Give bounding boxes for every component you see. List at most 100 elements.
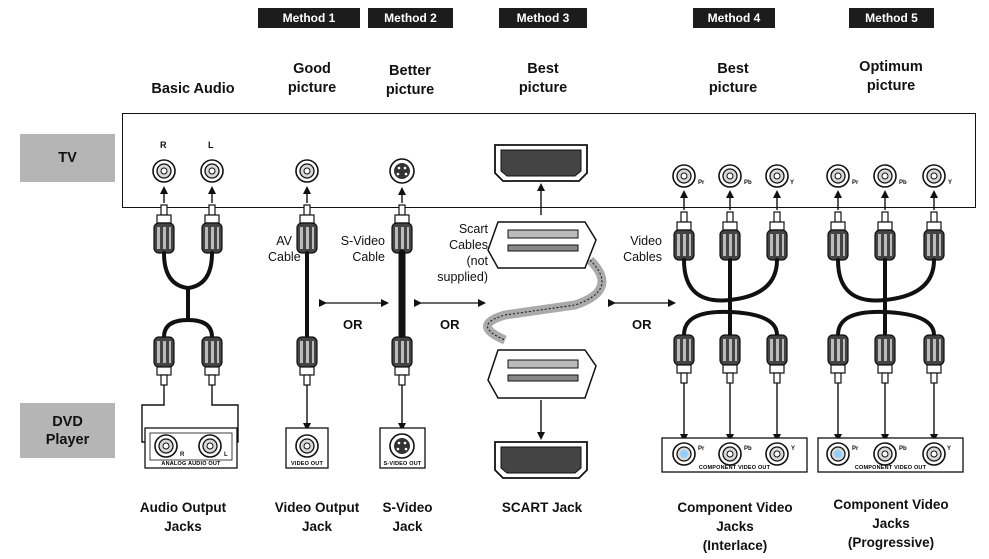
- footer-line: Component Video: [677, 500, 793, 515]
- svideo-cable-label: S-Video Cable: [330, 233, 385, 265]
- method-3-tab: Method 3: [499, 8, 587, 28]
- footer-video-output-jack: Video Output Jack: [262, 498, 372, 536]
- footer-line: S-Video: [382, 500, 433, 515]
- label-line: Cable: [352, 250, 385, 264]
- tv-jack-svideo: [389, 158, 415, 184]
- cables: [162, 249, 936, 341]
- heading-line: Better: [389, 63, 431, 79]
- dvd-panel-component-2: [817, 437, 964, 473]
- dvd-jack-scart: [494, 441, 588, 479]
- mark-pr: Pr: [698, 180, 705, 186]
- label-line: Cables: [449, 238, 488, 252]
- tv-jacks-component-1: [672, 164, 789, 188]
- mark-y-2: Y: [948, 180, 953, 186]
- footer-line: Jacks: [164, 519, 202, 534]
- footer-line: SCART Jack: [501, 500, 583, 515]
- heading-line: picture: [287, 80, 337, 96]
- footer-line: Jacks: [716, 519, 754, 534]
- method-4-tab: Method 4: [693, 8, 775, 28]
- video-cables-label: Video Cables: [612, 233, 662, 265]
- heading-method-2: Better picture: [345, 62, 475, 100]
- video-out-label: VIDEO OUT: [290, 461, 324, 467]
- footer-scart-jack: SCART Jack: [487, 498, 597, 517]
- label-line: Cables: [623, 250, 662, 264]
- dvd-mark-pr: Pr: [698, 446, 705, 452]
- footer-line: Video Output: [274, 500, 360, 515]
- heading-basic-audio: Basic Audio: [128, 80, 258, 99]
- heading-line: picture: [866, 78, 916, 94]
- heading-line: picture: [708, 80, 758, 96]
- component-video-out-label-1: COMPONENT VIDEO OUT: [698, 465, 771, 471]
- label-line: Cable: [268, 250, 301, 264]
- dvd-label-line: Player: [45, 431, 90, 448]
- tv-jack-scart: [494, 144, 588, 182]
- heading-method-5: Optimum picture: [826, 58, 956, 96]
- heading-line: picture: [518, 80, 568, 96]
- footer-line: Audio Output: [139, 500, 227, 515]
- footer-svideo-jack: S-Video Jack: [370, 498, 445, 536]
- mark-r: R: [160, 140, 167, 150]
- dvd-panel-video: [285, 427, 329, 469]
- dvd-panel-svideo: [379, 427, 426, 469]
- dvd-mark-pb: Pb: [744, 446, 752, 452]
- heading-method-1: Good picture: [247, 60, 377, 98]
- label-line: supplied): [437, 270, 488, 284]
- label-line: Video: [630, 234, 662, 248]
- dvd-panel-analog: [144, 427, 238, 469]
- heading-method-4: Best picture: [668, 60, 798, 98]
- footer-line: Jack: [392, 519, 423, 534]
- mark-pr-2: Pr: [852, 180, 859, 186]
- scart-cable: [483, 221, 607, 399]
- dvd-label-line: DVD: [52, 413, 83, 430]
- label-line: AV: [276, 234, 292, 248]
- method-2-tab: Method 2: [368, 8, 453, 28]
- mark-y: Y: [790, 180, 795, 186]
- component-video-out-label-2: COMPONENT VIDEO OUT: [854, 465, 927, 471]
- heading-line: Best: [527, 61, 559, 77]
- label-line: Scart: [458, 222, 488, 236]
- dvd-mark-r: R: [180, 452, 185, 458]
- arrows-up: [160, 183, 938, 215]
- tv-label: TV: [20, 134, 115, 182]
- footer-component-interlace: Component Video Jacks (Interlace): [660, 498, 810, 555]
- tv-label-text: TV: [58, 150, 77, 166]
- svideo-out-label: S-VIDEO OUT: [383, 461, 422, 467]
- scart-cables-label: Scart Cables (not supplied): [430, 221, 488, 285]
- dvd-mark-l: L: [224, 452, 228, 458]
- dvd-player-label: DVD Player: [20, 403, 115, 458]
- footer-audio-output-jacks: Audio Output Jacks: [128, 498, 238, 536]
- method-1-tab: Method 1: [258, 8, 360, 28]
- mark-pb: Pb: [744, 180, 752, 186]
- heading-line: Good: [293, 61, 331, 77]
- heading-method-3: Best picture: [478, 60, 608, 98]
- mark-l: L: [208, 140, 214, 150]
- or-label-3: OR: [632, 317, 652, 332]
- heading-line: Basic Audio: [151, 81, 235, 97]
- dvd-mark-pr-2: Pr: [852, 446, 859, 452]
- dvd-mark-y-2: Y: [947, 446, 952, 452]
- label-line: S-Video: [340, 234, 385, 248]
- heading-line: Best: [717, 61, 749, 77]
- or-label-1: OR: [343, 317, 363, 332]
- footer-component-progressive: Component Video Jacks (Progressive): [816, 495, 966, 552]
- analog-audio-out-label: ANALOG AUDIO OUT: [161, 461, 221, 467]
- dvd-mark-y: Y: [791, 446, 796, 452]
- dvd-mark-pb-2: Pb: [899, 446, 907, 452]
- footer-line: Jack: [301, 519, 333, 534]
- footer-line: Jacks: [872, 516, 910, 531]
- method-5-tab: Method 5: [849, 8, 934, 28]
- tv-jack-audio-l: [200, 159, 224, 183]
- label-line: (not: [466, 254, 488, 268]
- or-label-2: OR: [440, 317, 460, 332]
- dvd-panel-component-1: [661, 437, 808, 473]
- tv-jack-audio-r: [152, 159, 176, 183]
- heading-line: picture: [385, 82, 435, 98]
- tv-jack-video: [295, 159, 319, 183]
- tv-jacks-component-2: [826, 164, 946, 188]
- heading-line: Optimum: [859, 59, 923, 75]
- mark-pb-2: Pb: [899, 180, 907, 186]
- footer-line: (Interlace): [702, 538, 768, 553]
- footer-line: (Progressive): [847, 535, 935, 550]
- av-cable-label: AV Cable: [268, 233, 301, 265]
